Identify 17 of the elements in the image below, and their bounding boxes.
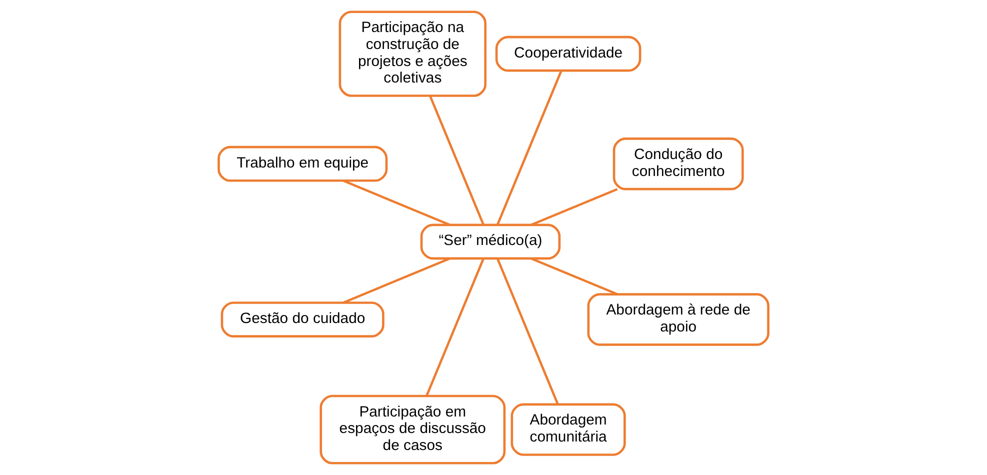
connector [530, 258, 618, 296]
connector [530, 188, 618, 226]
node-box: “Ser” médico(a) [420, 224, 561, 260]
node-box: Condução do conhecimento [612, 138, 744, 190]
node-box: Gestão do cuidado [220, 302, 384, 338]
connector [496, 70, 562, 226]
connector [342, 258, 450, 304]
node-box: Trabalho em equipe [218, 146, 388, 182]
connector [496, 258, 559, 405]
node-box: Participação em espaços de discussão de casos [320, 394, 506, 464]
node-box: Abordagem à rede de apoio [587, 293, 770, 346]
node-box: Abordagem comunitária [510, 403, 626, 456]
connector [429, 96, 484, 226]
connector [342, 180, 450, 226]
node-box: Participação na construção de projetos e ações coletivas [338, 10, 486, 97]
node-box: Cooperatividade [495, 36, 642, 72]
connector [426, 258, 484, 396]
